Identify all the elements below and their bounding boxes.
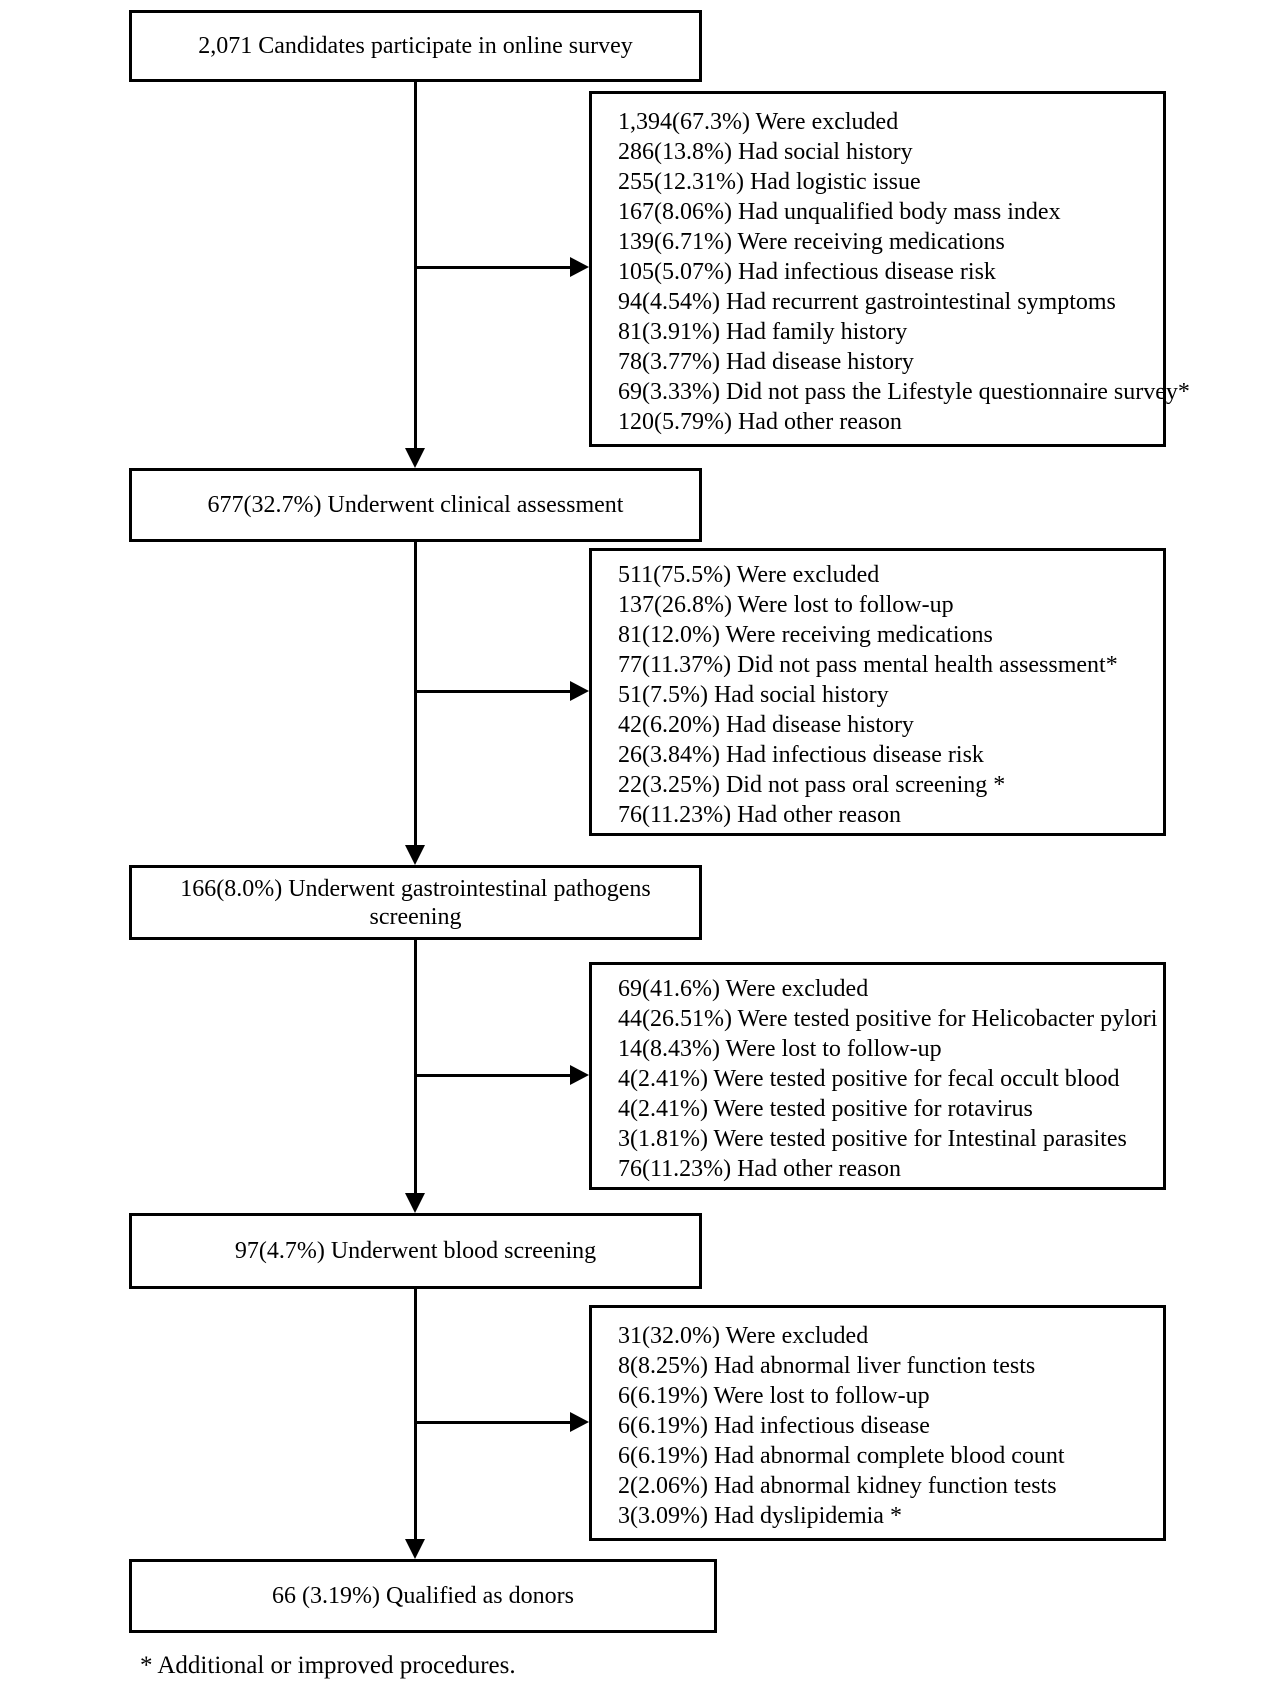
flow-box-blood-screening-label: 97(4.7%) Underwent blood screening <box>234 1238 597 1264</box>
exclusion-line: 120(5.79%) Had other reason <box>618 409 902 435</box>
flow-line-horizontal <box>415 690 572 693</box>
arrow-right-icon <box>570 681 589 701</box>
exclusion-line: 76(11.23%) Had other reason <box>618 1156 902 1182</box>
exclusion-line: 8(8.25%) Had abnormal liver function tes… <box>618 1353 1036 1379</box>
flow-box-gi-pathogens-screening: 166(8.0%) Underwent gastrointestinal pat… <box>129 865 702 940</box>
exclusion-line: 4(2.41%) Were tested positive for rotavi… <box>618 1096 1033 1122</box>
arrow-down-icon <box>405 448 425 468</box>
flow-line-horizontal <box>415 1421 572 1424</box>
flow-box-online-survey: 2,071 Candidates participate in online s… <box>129 10 702 82</box>
exclusion-line: 167(8.06%) Had unqualified body mass ind… <box>618 199 1061 225</box>
exclusion-line: 6(6.19%) Were lost to follow-up <box>618 1383 930 1409</box>
exclusion-line: 69(41.6%) Were excluded <box>618 976 869 1002</box>
exclusion-line: 14(8.43%) Were lost to follow-up <box>618 1036 942 1062</box>
exclusion-line: 1,394(67.3%) Were excluded <box>618 109 899 135</box>
arrow-right-icon <box>570 1065 589 1085</box>
flow-line-vertical <box>414 940 417 1195</box>
flow-box-gi-pathogens-screening-label: 166(8.0%) Underwent gastrointestinal pat… <box>180 875 651 930</box>
exclusion-line: 69(3.33%) Did not pass the Lifestyle que… <box>618 379 1190 405</box>
exclusion-line: 3(3.09%) Had dyslipidemia * <box>618 1503 902 1529</box>
exclusion-line: 94(4.54%) Had recurrent gastrointestinal… <box>618 289 1116 315</box>
exclusion-line: 137(26.8%) Were lost to follow-up <box>618 592 954 618</box>
exclusion-box-gi-screening: 69(41.6%) Were excluded 44(26.51%) Were … <box>589 962 1166 1190</box>
flow-box-online-survey-label: 2,071 Candidates participate in online s… <box>198 33 633 59</box>
flow-box-qualified-donors-label: 66 (3.19%) Qualified as donors <box>272 1583 574 1609</box>
exclusion-line: 44(26.51%) Were tested positive for Heli… <box>618 1006 1158 1032</box>
flow-line-horizontal <box>415 1074 572 1077</box>
exclusion-line: 77(11.37%) Did not pass mental health as… <box>618 652 1118 678</box>
exclusion-line: 22(3.25%) Did not pass oral screening * <box>618 772 1006 798</box>
exclusion-line: 4(2.41%) Were tested positive for fecal … <box>618 1066 1120 1092</box>
flow-box-clinical-assessment: 677(32.7%) Underwent clinical assessment <box>129 468 702 542</box>
exclusion-line: 26(3.84%) Had infectious disease risk <box>618 742 984 768</box>
exclusion-box-blood-screening: 31(32.0%) Were excluded 8(8.25%) Had abn… <box>589 1305 1166 1541</box>
exclusion-line: 2(2.06%) Had abnormal kidney function te… <box>618 1473 1057 1499</box>
exclusion-line: 105(5.07%) Had infectious disease risk <box>618 259 996 285</box>
arrow-right-icon <box>570 257 589 277</box>
exclusion-line: 81(12.0%) Were receiving medications <box>618 622 993 648</box>
exclusion-line: 51(7.5%) Had social history <box>618 682 889 708</box>
flow-line-vertical <box>414 542 417 847</box>
footnote: * Additional or improved procedures. <box>140 1652 516 1679</box>
exclusion-line: 255(12.31%) Had logistic issue <box>618 169 921 195</box>
arrow-down-icon <box>405 845 425 865</box>
exclusion-line: 6(6.19%) Had abnormal complete blood cou… <box>618 1443 1065 1469</box>
flow-box-blood-screening: 97(4.7%) Underwent blood screening <box>129 1213 702 1289</box>
exclusion-line: 42(6.20%) Had disease history <box>618 712 914 738</box>
flow-line-horizontal <box>415 266 572 269</box>
exclusion-line: 81(3.91%) Had family history <box>618 319 908 345</box>
exclusion-box-online-survey: 1,394(67.3%) Were excluded 286(13.8%) Ha… <box>589 91 1190 447</box>
exclusion-line: 511(75.5%) Were excluded <box>618 562 880 588</box>
flow-box-clinical-assessment-label: 677(32.7%) Underwent clinical assessment <box>207 492 624 518</box>
exclusion-line: 286(13.8%) Had social history <box>618 139 913 165</box>
exclusion-line: 31(32.0%) Were excluded <box>618 1323 869 1349</box>
exclusion-box-clinical-assessment: 511(75.5%) Were excluded 137(26.8%) Were… <box>589 548 1166 836</box>
exclusion-line: 78(3.77%) Had disease history <box>618 349 914 375</box>
arrow-down-icon <box>405 1193 425 1213</box>
flow-line-vertical <box>414 1289 417 1541</box>
exclusion-line: 139(6.71%) Were receiving medications <box>618 229 1005 255</box>
arrow-right-icon <box>570 1412 589 1432</box>
flow-box-qualified-donors: 66 (3.19%) Qualified as donors <box>129 1559 717 1633</box>
exclusion-line: 3(1.81%) Were tested positive for Intest… <box>618 1126 1127 1152</box>
exclusion-line: 6(6.19%) Had infectious disease <box>618 1413 930 1439</box>
arrow-down-icon <box>405 1539 425 1559</box>
exclusion-line: 76(11.23%) Had other reason <box>618 802 902 828</box>
